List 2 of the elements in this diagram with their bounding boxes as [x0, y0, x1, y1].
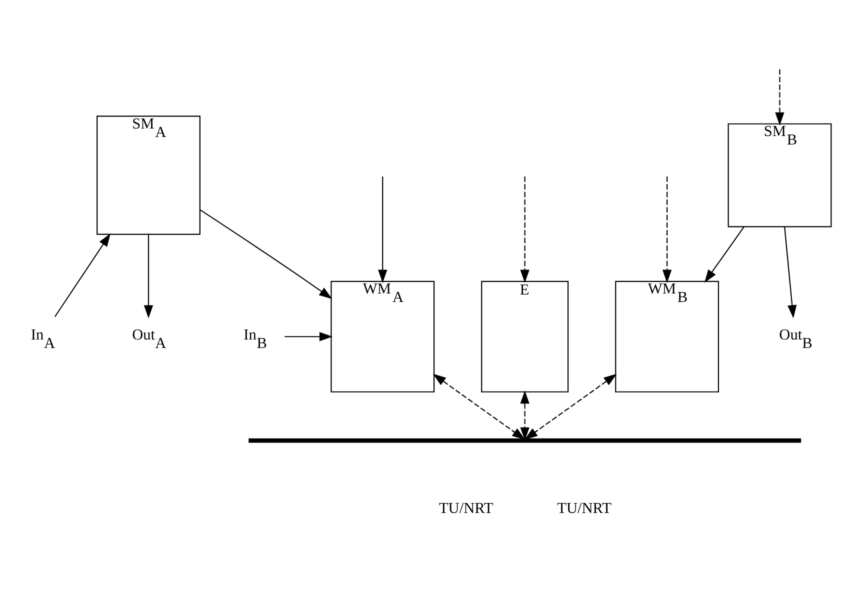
label: TU/NRT [438, 499, 494, 516]
label: TU/NRT [557, 499, 612, 516]
